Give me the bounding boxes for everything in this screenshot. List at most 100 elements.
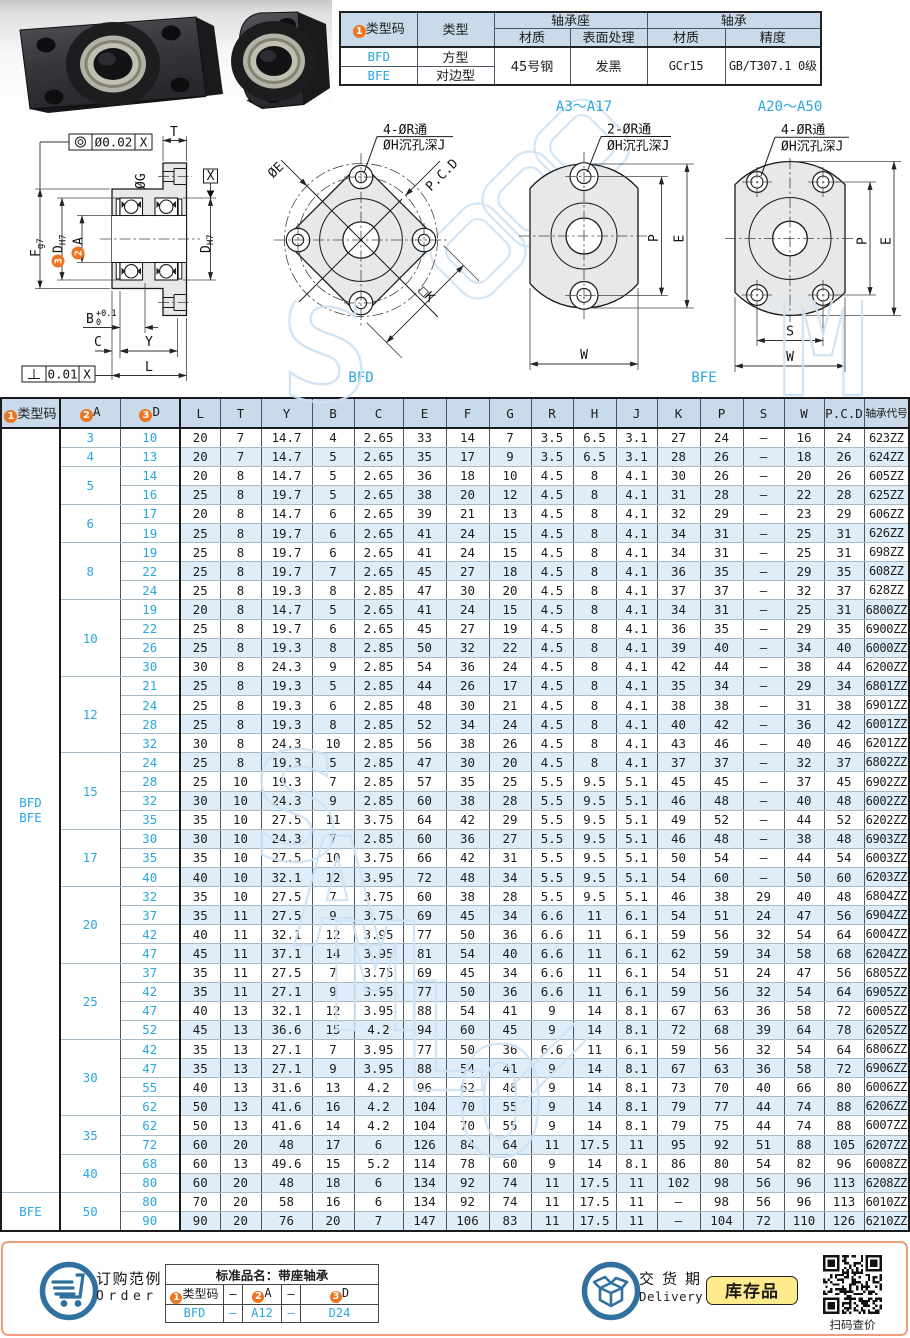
spec-value-cell: 7 <box>311 561 355 582</box>
d-value-cell: 52 <box>119 1019 181 1041</box>
spec-value-cell: 14.7 <box>260 446 313 467</box>
spec-value-cell: 10 <box>311 847 355 869</box>
spec-value-cell: 8 <box>219 695 262 716</box>
spec-value-cell: 35 <box>699 618 744 639</box>
spec-value-cell: 11 <box>572 943 617 964</box>
spec-value-cell: 31 <box>656 484 701 505</box>
a-value-cell: 35 <box>59 1115 121 1155</box>
d-value-cell: 35 <box>119 847 181 869</box>
a-value-cell: 8 <box>59 542 121 601</box>
order-v-a: A12 <box>242 1303 282 1323</box>
spec-value-cell: 54 <box>656 905 701 926</box>
spec-value-cell: 11 <box>615 1191 658 1212</box>
spec-value-cell: 67 <box>656 1000 701 1021</box>
dim-a2-label: 2 A <box>71 237 87 260</box>
spec-value-cell: 25 <box>179 714 221 735</box>
spec-value-cell: 50 <box>445 1038 490 1060</box>
spec-value-cell: 72 <box>656 1019 701 1041</box>
spec-value-cell: 72 <box>742 1210 785 1232</box>
info-housing-material: 45号钢 <box>493 46 571 86</box>
spec-value-cell: – <box>742 618 785 639</box>
spec-value-cell: 8 <box>311 637 355 658</box>
spec-value-cell: 9 <box>311 790 355 811</box>
d-value-cell: 30 <box>119 828 181 849</box>
spec-value-cell: 36 <box>445 828 490 849</box>
spec-value-cell: 9.5 <box>572 828 617 849</box>
spec-value-cell: 40 <box>783 790 825 811</box>
section-view: Fg7 3 DH7 2 A ØG T X DH7 B +0.1 <box>21 125 218 383</box>
spec-value-cell: 20 <box>445 484 490 505</box>
spec-value-cell: 50 <box>445 981 490 1002</box>
qr-code[interactable] <box>823 1255 882 1314</box>
spec-value-cell: 36 <box>488 924 532 945</box>
svg-text:DH7: DH7 <box>52 234 69 253</box>
spec-value-cell: 60 <box>823 867 865 888</box>
spec-value-cell: 7 <box>219 427 262 448</box>
spec-value-cell: 4.1 <box>615 561 658 582</box>
spec-value-cell: 35 <box>179 1058 221 1079</box>
spec-value-cell: 35 <box>179 981 221 1002</box>
d-value-cell: 42 <box>119 981 181 1002</box>
spec-value-cell: 14.7 <box>260 503 313 525</box>
spec-value-cell: 40 <box>783 886 825 907</box>
spec-value-cell: 5.5 <box>530 790 574 811</box>
spec-value-cell: 34 <box>656 599 701 620</box>
spec-value-cell: 20 <box>219 1134 262 1155</box>
spec-value-cell: 42 <box>445 847 490 869</box>
spec-value-cell: 9 <box>311 656 355 677</box>
spec-value-cell: 2.65 <box>353 465 404 486</box>
spec-value-cell: 5.1 <box>615 809 658 830</box>
spec-value-cell: 6202ZZ <box>863 809 910 830</box>
spec-value-cell: 6903ZZ <box>863 828 910 849</box>
spec-value-cell: 54 <box>783 924 825 945</box>
spec-value-cell: 608ZZ <box>863 561 910 582</box>
spec-value-cell: 6.1 <box>615 981 658 1002</box>
spec-value-cell: 110 <box>783 1210 825 1232</box>
spec-value-cell: 6 <box>311 542 355 563</box>
spec-value-cell: 25 <box>179 771 221 792</box>
spec-value-cell: 3.75 <box>353 847 404 869</box>
spec-value-cell: 2.85 <box>353 828 404 849</box>
spec-value-cell: 5.1 <box>615 828 658 849</box>
spec-value-cell: 84 <box>445 1134 490 1155</box>
delivery-title: 交货期 <box>639 1268 709 1289</box>
spec-value-cell: 2.85 <box>353 733 404 754</box>
info-code-bfd: BFD <box>339 46 418 67</box>
spec-value-cell: 35 <box>179 886 221 907</box>
d-value-cell: 42 <box>119 1038 181 1060</box>
spec-value-cell: 79 <box>656 1115 701 1136</box>
spec-value-cell: 113 <box>823 1191 865 1212</box>
spec-value-cell: – <box>656 1191 701 1212</box>
dim-b-label: B +0.1 0 <box>86 309 116 328</box>
svg-text:P: P <box>647 234 662 242</box>
spec-value-cell: 2.65 <box>353 542 404 563</box>
spec-value-cell: 4.1 <box>615 599 658 620</box>
spec-value-cell: 92 <box>699 1134 744 1155</box>
spec-value-cell: 48 <box>260 1172 313 1193</box>
spec-value-cell: 15 <box>488 542 532 563</box>
spec-value-cell: 68 <box>699 1019 744 1041</box>
a-value-cell: 17 <box>59 828 121 888</box>
spec-value-cell: 4.2 <box>353 1115 404 1136</box>
spec-value-cell: 134 <box>402 1172 447 1193</box>
spec-value-cell: 77 <box>699 1096 744 1117</box>
spec-value-cell: 44 <box>742 1115 785 1136</box>
spec-value-cell: 27.5 <box>260 962 313 983</box>
spec-value-cell: 50 <box>179 1096 221 1117</box>
spec-value-cell: 4.1 <box>615 714 658 735</box>
spec-value-cell: – <box>742 733 785 754</box>
spec-value-cell: 5.1 <box>615 790 658 811</box>
spec-value-cell: 36 <box>656 561 701 582</box>
spec-value-cell: 64 <box>823 981 865 1002</box>
spec-value-cell: 98 <box>699 1191 744 1212</box>
spec-value-cell: 12 <box>488 484 532 505</box>
spec-value-cell: 64 <box>823 1038 865 1060</box>
spec-value-cell: 14 <box>311 1115 355 1136</box>
spec-value-cell: 14.7 <box>260 427 313 448</box>
bfe1-p-dim: P <box>599 176 668 296</box>
spec-value-cell: 45 <box>445 962 490 983</box>
